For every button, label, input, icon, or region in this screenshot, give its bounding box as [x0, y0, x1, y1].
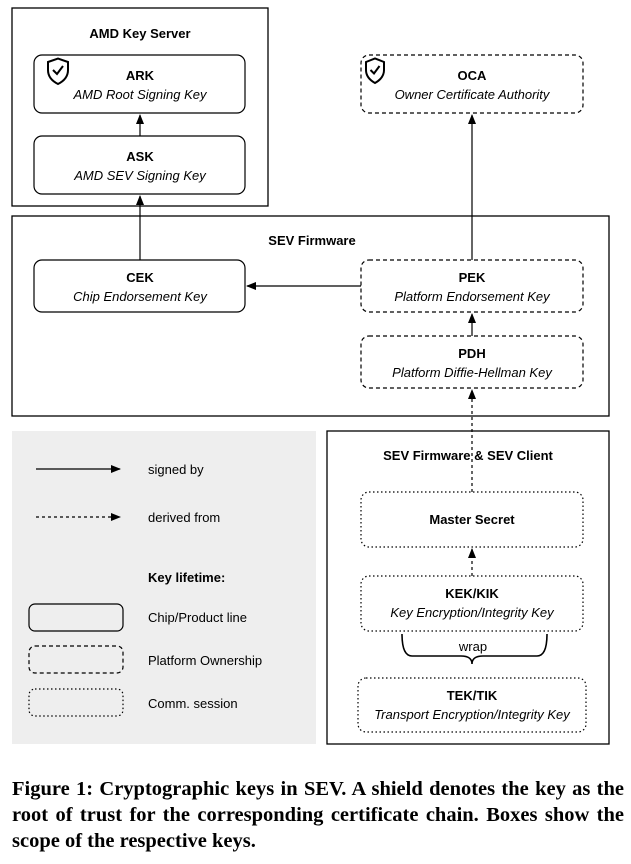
ark-name: ARK — [126, 68, 155, 83]
shield-icon — [365, 57, 385, 85]
shield-icon — [47, 57, 69, 86]
cek-name: CEK — [126, 270, 154, 285]
ask-key-box: ASK AMD SEV Signing Key — [33, 135, 246, 195]
cek-desc: Chip Endorsement Key — [73, 289, 208, 304]
master-secret-box: Master Secret — [360, 491, 584, 548]
legend-dashed-box — [28, 645, 124, 674]
legend-signed-by: signed by — [148, 462, 204, 477]
sev-firmware-client-title: SEV Firmware & SEV Client — [383, 448, 553, 463]
legend-chip: Chip/Product line — [148, 610, 247, 625]
sev-firmware-region: SEV Firmware — [11, 215, 610, 417]
sev-firmware-title: SEV Firmware — [268, 233, 355, 248]
legend-solid-box — [28, 603, 124, 632]
checkmark-icon — [52, 65, 64, 76]
pek-name: PEK — [459, 270, 486, 285]
legend-panel: signed by derived from Key lifetime: Chi… — [12, 431, 316, 744]
kek-key-box: KEK/KIK Key Encryption/Integrity Key — [360, 575, 584, 632]
tek-name: TEK/TIK — [447, 688, 498, 703]
legend-session: Comm. session — [148, 696, 238, 711]
sev-firmware-client-region: SEV Firmware & SEV Client — [326, 430, 610, 745]
wrap-label: wrap — [458, 639, 487, 654]
kek-name: KEK/KIK — [445, 586, 499, 601]
amd-key-server-title: AMD Key Server — [89, 26, 190, 41]
legend-dotted-box — [28, 688, 124, 717]
pdh-key-box: PDH Platform Diffie-Hellman Key — [360, 335, 584, 389]
pek-key-box: PEK Platform Endorsement Key — [360, 259, 584, 313]
master-secret-name: Master Secret — [429, 512, 515, 527]
legend-platform: Platform Ownership — [148, 653, 262, 668]
legend-derived-from: derived from — [148, 510, 220, 525]
cek-key-box: CEK Chip Endorsement Key — [33, 259, 246, 313]
sev-key-diagram: AMD Key Server SEV Firmware SEV Firmware… — [11, 7, 610, 745]
oca-desc: Owner Certificate Authority — [395, 87, 551, 102]
oca-name: OCA — [458, 68, 488, 83]
tek-key-box: TEK/TIK Transport Encryption/Integrity K… — [357, 677, 587, 733]
checkmark-icon — [369, 65, 381, 76]
ask-desc: AMD SEV Signing Key — [73, 168, 207, 183]
pek-desc: Platform Endorsement Key — [394, 289, 551, 304]
ark-key-box: ARK AMD Root Signing Key — [33, 54, 246, 114]
kek-desc: Key Encryption/Integrity Key — [390, 605, 555, 620]
ark-desc: AMD Root Signing Key — [73, 87, 208, 102]
figure-caption: Figure 1: Cryptographic keys in SEV. A s… — [12, 778, 624, 852]
oca-key-box: OCA Owner Certificate Authority — [360, 54, 584, 114]
ask-name: ASK — [126, 149, 154, 164]
legend-lifetime-title: Key lifetime: — [148, 570, 225, 585]
wrap-brace: wrap — [401, 633, 548, 665]
tek-desc: Transport Encryption/Integrity Key — [374, 707, 571, 722]
pdh-name: PDH — [458, 346, 485, 361]
pdh-desc: Platform Diffie-Hellman Key — [392, 365, 553, 380]
